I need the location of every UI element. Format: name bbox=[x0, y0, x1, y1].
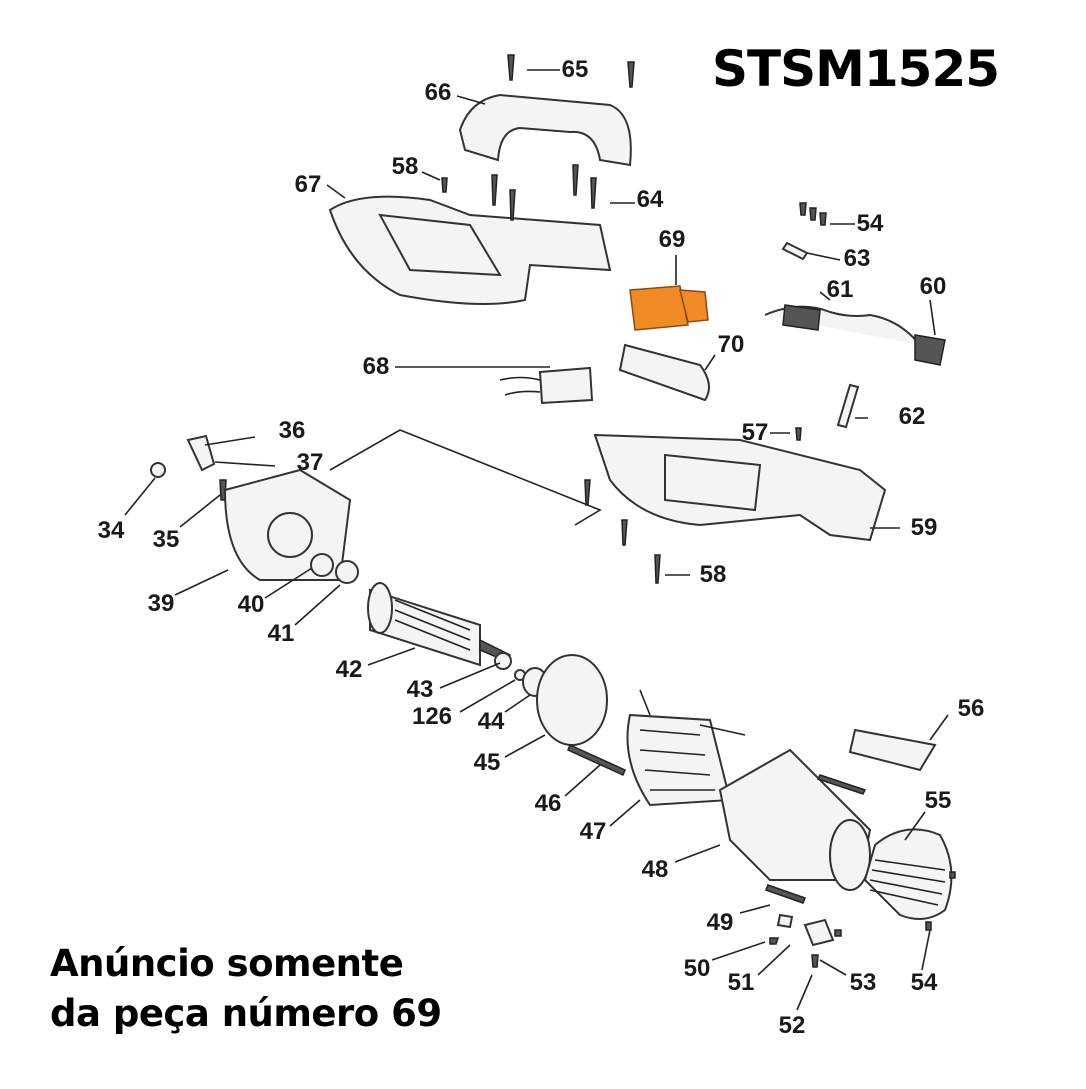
part-label: 65 bbox=[561, 56, 589, 83]
part-label: 69 bbox=[658, 226, 686, 253]
part-label: 46 bbox=[534, 790, 562, 817]
part-label: 49 bbox=[706, 909, 734, 936]
part-67-inner bbox=[378, 213, 502, 277]
part-label: 59 bbox=[910, 514, 938, 541]
part-label: 60 bbox=[919, 273, 947, 300]
part-label: 43 bbox=[406, 676, 434, 703]
part-label: 55 bbox=[924, 787, 952, 814]
part-65-screw bbox=[507, 54, 515, 81]
part-label: 35 bbox=[152, 526, 180, 553]
part-label: 57 bbox=[741, 419, 769, 446]
part-label: 62 bbox=[898, 403, 926, 430]
part-label: 56 bbox=[957, 695, 985, 722]
part-label: 47 bbox=[579, 818, 607, 845]
note-line-1: Anúncio somente bbox=[50, 942, 404, 985]
part-label: 126 bbox=[411, 703, 453, 730]
part-label: 70 bbox=[717, 331, 745, 358]
model-title: STSM1525 bbox=[712, 40, 1000, 98]
part-47-stator bbox=[626, 713, 732, 807]
part-label: 67 bbox=[294, 171, 322, 198]
part-label: 42 bbox=[335, 656, 363, 683]
part-label: 39 bbox=[147, 590, 175, 617]
part-label: 58 bbox=[699, 561, 727, 588]
part-label: 52 bbox=[778, 1012, 806, 1039]
part-label: 54 bbox=[910, 969, 938, 996]
part-69-switch-highlighted bbox=[629, 285, 709, 331]
part-label: 41 bbox=[267, 620, 295, 647]
part-label: 64 bbox=[636, 186, 664, 213]
part-label: 36 bbox=[278, 417, 306, 444]
part-label: 40 bbox=[237, 591, 265, 618]
part-label: 45 bbox=[473, 749, 501, 776]
part-label: 61 bbox=[826, 276, 854, 303]
part-65-screw bbox=[627, 61, 635, 88]
part-label: 63 bbox=[843, 245, 871, 272]
part-66-handle bbox=[458, 93, 632, 167]
part-label: 53 bbox=[849, 969, 877, 996]
part-label: 44 bbox=[477, 708, 505, 735]
part-label: 54 bbox=[856, 210, 884, 237]
part-label: 37 bbox=[296, 449, 324, 476]
part-label: 48 bbox=[641, 856, 669, 883]
part-45-bearing-plate bbox=[536, 654, 608, 746]
part-label: 51 bbox=[727, 969, 755, 996]
part-68-capacitor bbox=[538, 366, 594, 405]
part-label: 58 bbox=[391, 153, 419, 180]
part-42-armature bbox=[367, 582, 511, 667]
part-55-end-cap bbox=[863, 828, 953, 920]
part-label: 50 bbox=[683, 955, 711, 982]
part-label: 34 bbox=[97, 517, 125, 544]
part-label: 68 bbox=[362, 353, 390, 380]
note-line-2: da peça número 69 bbox=[50, 992, 442, 1035]
part-label: 66 bbox=[424, 79, 452, 106]
part-70-bracket bbox=[618, 343, 710, 402]
